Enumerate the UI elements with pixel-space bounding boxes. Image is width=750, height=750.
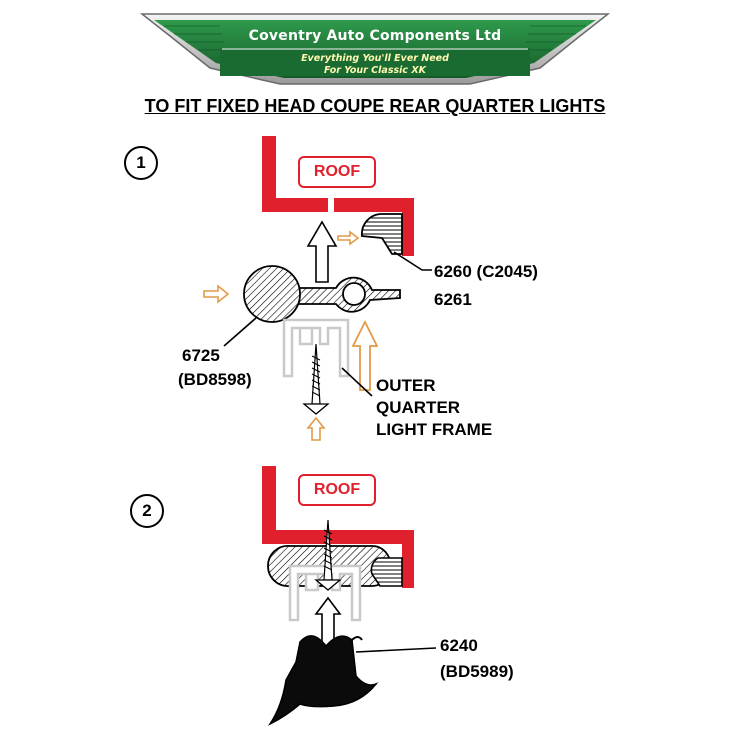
trim-6725-bulb	[243, 265, 301, 323]
pointer-6260	[393, 251, 432, 271]
orange-arrow-up-right	[351, 319, 379, 391]
pointer-6725	[223, 317, 257, 347]
up-arrow-white-1	[306, 220, 338, 283]
page-heading: TO FIT FIXED HEAD COUPE REAR QUARTER LIG…	[144, 96, 606, 116]
part-label-bd5989: (BD5989)	[440, 662, 514, 681]
tagline-line-1: Everything You'll Ever Need	[301, 53, 449, 64]
roof-channel-1	[262, 136, 328, 212]
step-2-badge: 2	[130, 494, 164, 528]
part-label-6240: 6240	[440, 636, 478, 655]
tagline-line-2: For Your Classic XK	[323, 65, 427, 76]
frame-label-quarter: QUARTER	[376, 398, 461, 417]
frame-assembled	[288, 564, 362, 622]
roof-channel-1-right	[334, 198, 414, 256]
trim-6725-tube	[342, 282, 366, 306]
pointer-6240	[355, 647, 437, 653]
company-logo-banner	[140, 13, 610, 85]
frame-label-light-frame: LIGHT FRAME	[376, 420, 493, 439]
screw-1	[302, 343, 330, 415]
frame-label-outer: OUTER	[376, 376, 436, 395]
roof-label-1: ROOF	[298, 156, 376, 188]
seal-6240	[267, 635, 379, 726]
outer-quarter-light-frame	[282, 318, 350, 378]
part-label-bd8598: (BD8598)	[178, 370, 252, 389]
diagram-2	[262, 466, 437, 726]
part-label-6725: 6725	[182, 346, 220, 365]
orange-arrow-up-bottom	[306, 416, 326, 441]
screw-2	[314, 519, 342, 591]
part-label-6261: 6261	[434, 290, 472, 309]
orange-arrow-right-left	[203, 284, 230, 304]
step-1-badge: 1	[124, 146, 158, 180]
part-label-6260: 6260 (C2045)	[434, 262, 538, 281]
seal-assembled	[370, 557, 403, 587]
pointer-frame	[341, 367, 373, 397]
roof-label-2: ROOF	[298, 474, 376, 506]
diagram-1	[203, 136, 432, 441]
orange-arrow-right-top	[337, 230, 360, 246]
company-name: Coventry Auto Components Ltd	[248, 28, 502, 44]
seal-6260	[361, 213, 403, 255]
